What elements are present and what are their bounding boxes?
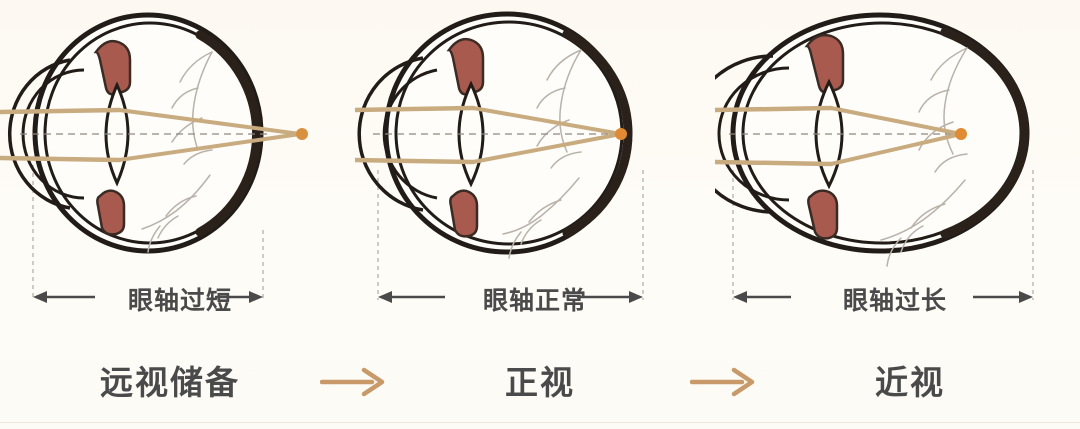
eye-panel-hyperopia: 眼轴过短: [0, 0, 360, 340]
light-rays-refracted: [829, 106, 963, 166]
axis-label-emmetropia-wrap: 眼轴正常: [355, 281, 715, 317]
eye-panel-emmetropia: 眼轴正常: [355, 0, 715, 340]
retina-arc: [940, 27, 1029, 239]
light-rays-incoming: [0, 107, 122, 163]
axis-label-hyperopia-wrap: 眼轴过短: [0, 281, 360, 317]
stage-label-myopia: 近视: [875, 363, 945, 402]
axial-length-measure: [33, 291, 263, 303]
light-rays-refracted: [471, 106, 623, 164]
iris-inferior: [449, 189, 479, 238]
light-rays-incoming: [715, 105, 834, 167]
measure-arrow-right-icon: [629, 291, 643, 303]
cornea-outer: [7, 58, 71, 210]
eye-panel-myopia: 眼轴过长: [715, 0, 1075, 340]
iris-superior: [804, 33, 845, 94]
measure-arrow-left-icon: [33, 291, 47, 303]
eye-diagram-hyperopia: [0, 12, 308, 303]
eye-diagram-emmetropia: [355, 11, 644, 303]
iris-inferior: [96, 189, 126, 236]
light-rays-incoming: [355, 105, 476, 165]
axis-label-emmetropia: 眼轴正常: [482, 286, 587, 315]
focal-point: [955, 128, 967, 140]
arrow-right-icon-1: [320, 367, 385, 397]
axial-length-measure: [378, 291, 643, 303]
axis-label-myopia-wrap: 眼轴过长: [715, 281, 1075, 317]
progression-row: 远视储备 正视 近视: [0, 345, 1080, 415]
retina-arc: [562, 29, 633, 238]
eye-diagram-myopia: [715, 12, 1034, 303]
measure-arrow-left-icon: [733, 291, 747, 303]
stage-label-emmetropia: 正视: [505, 363, 575, 402]
stage-label-hyperopia: 远视储备: [100, 363, 240, 402]
bottom-divider: [0, 422, 1080, 423]
retina-arc: [195, 30, 262, 237]
retinal-vessels: [502, 49, 582, 259]
focal-point: [615, 128, 627, 140]
measure-arrow-right-icon: [249, 291, 263, 303]
iris-superior: [93, 39, 132, 96]
retinal-vessels: [880, 47, 968, 267]
axis-label-hyperopia: 眼轴过短: [127, 286, 232, 315]
cornea-inner: [717, 66, 790, 202]
axial-length-measure: [733, 291, 1033, 303]
axis-label-myopia: 眼轴过长: [842, 286, 947, 315]
cornea-inner: [382, 68, 438, 200]
focal-point: [296, 128, 308, 140]
measure-arrow-right-icon: [1019, 291, 1033, 303]
iris-superior: [446, 37, 485, 96]
light-rays-refracted: [117, 108, 302, 162]
measure-arrow-left-icon: [378, 291, 392, 303]
cornea-outer: [715, 54, 774, 214]
iris-inferior: [807, 189, 839, 240]
arrow-right-icon-2: [690, 367, 755, 397]
cornea-outer: [357, 56, 424, 212]
